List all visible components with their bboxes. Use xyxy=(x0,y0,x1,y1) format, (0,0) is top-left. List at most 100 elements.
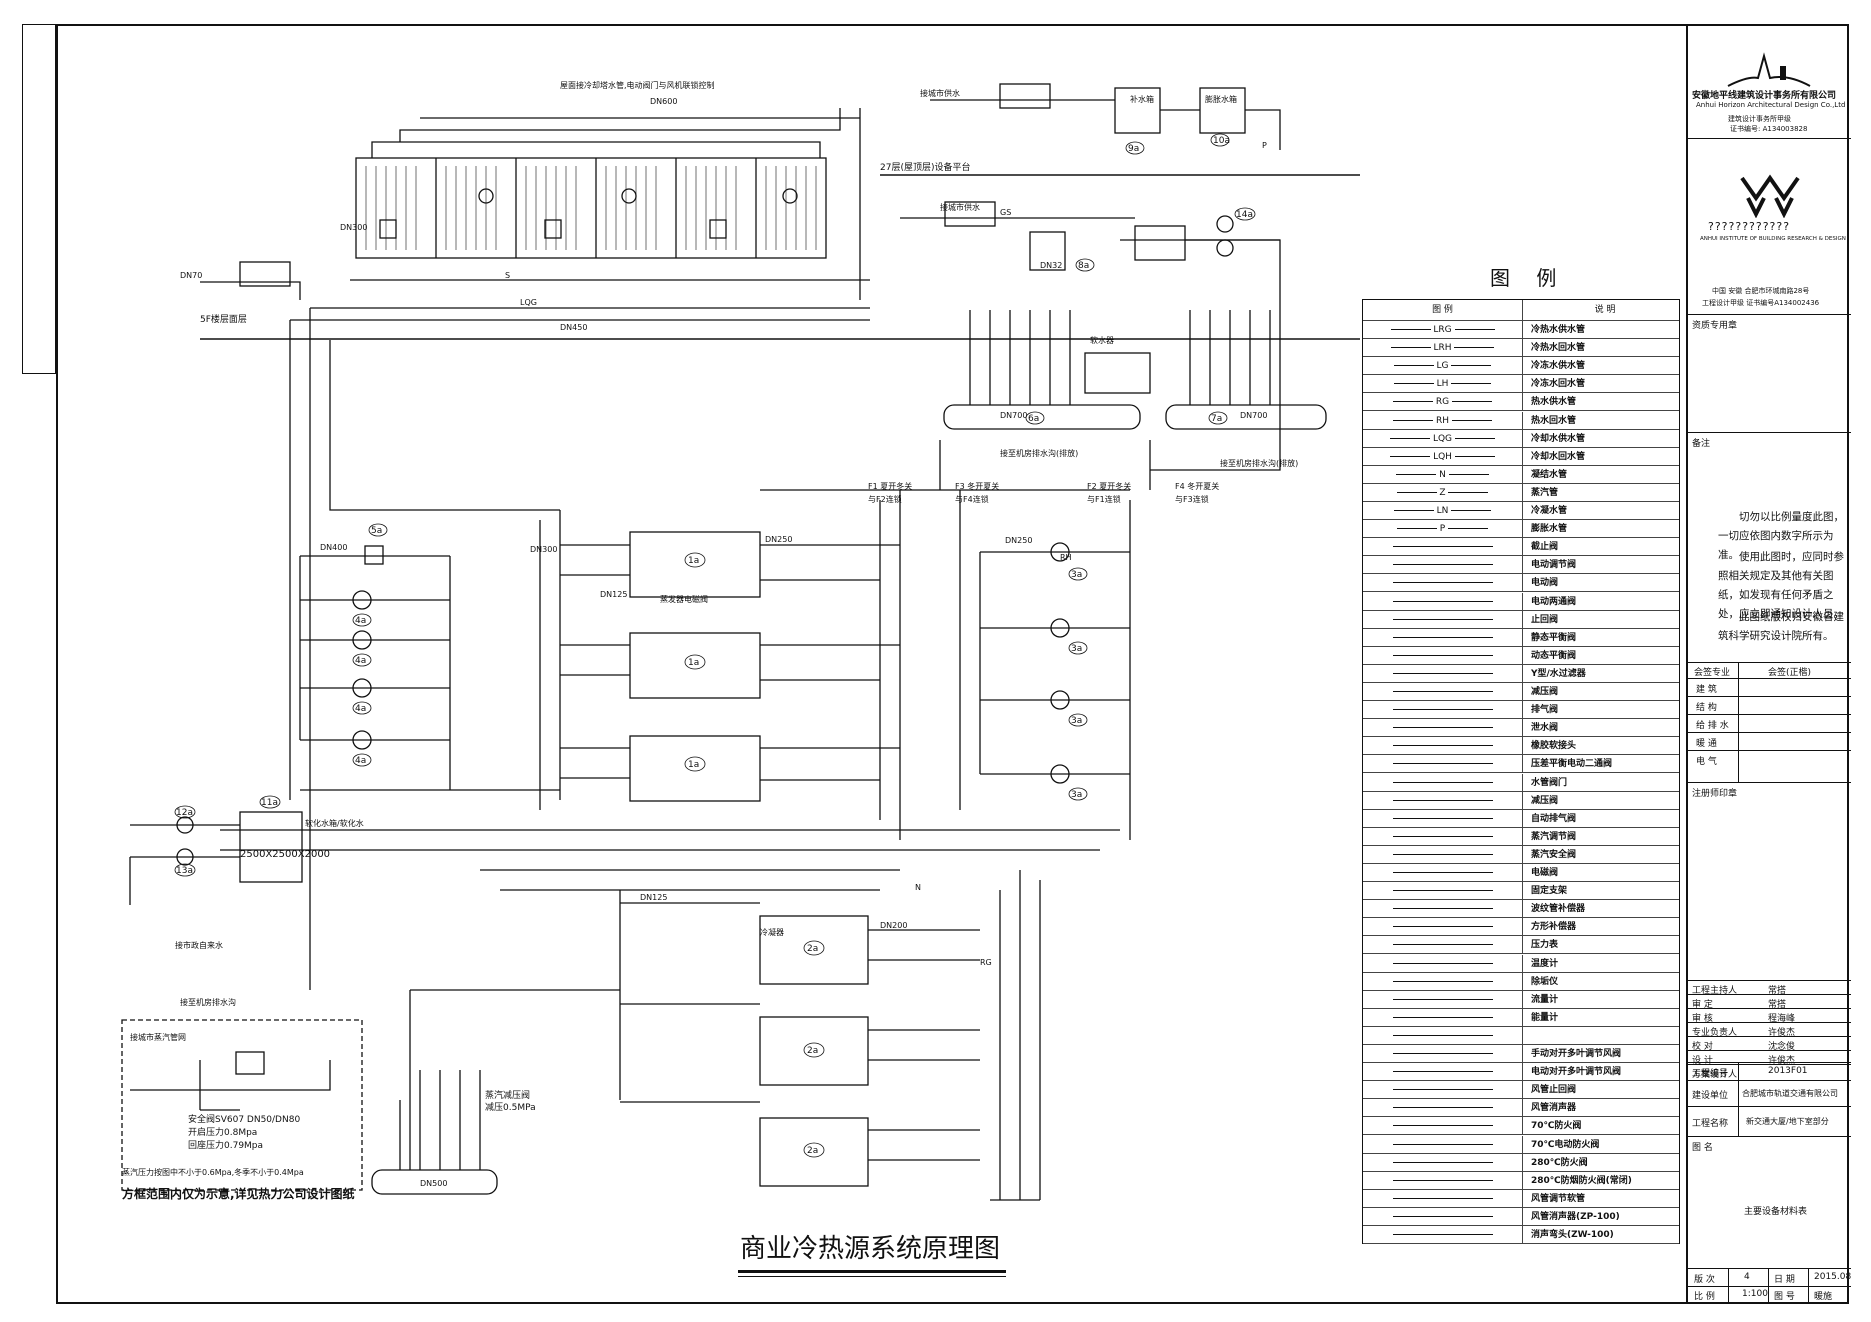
tag-3a: 3a xyxy=(1071,716,1082,726)
role-label: 工程主持人 xyxy=(1692,986,1738,996)
legend-glyph-icon xyxy=(1392,926,1493,928)
legend-glyph-icon xyxy=(1392,817,1493,819)
legend-glyph-icon xyxy=(1392,564,1493,566)
legend-desc: 凝结水管 xyxy=(1531,469,1568,480)
notes-label: 备注 xyxy=(1692,439,1711,449)
legend-glyph-icon xyxy=(1392,600,1493,602)
legend-symbol xyxy=(1363,755,1523,774)
pressure-note: 蒸汽压力按图中不小于0.6Mpa,冬季不小于0.4Mpa xyxy=(122,1167,304,1177)
legend-code: N xyxy=(1439,469,1446,480)
legend-row: LRH 冷热水回水管 xyxy=(1363,339,1679,358)
valve-f1-note: 与F2连锁 xyxy=(868,494,902,504)
legend-symbol xyxy=(1363,954,1523,973)
legend-symbol xyxy=(1363,918,1523,937)
safety-valve: 安全阀SV607 DN50/DN80 xyxy=(188,1113,300,1125)
tag-13a: 13a xyxy=(176,866,193,876)
client-label: 建设单位 xyxy=(1692,1091,1729,1101)
legend-desc: 截止阀 xyxy=(1531,542,1559,553)
legend-desc: 手动对开多叶调节风阀 xyxy=(1531,1049,1622,1059)
legend-row: 泄水阀 xyxy=(1363,719,1679,738)
legend-code: RH xyxy=(1435,415,1450,426)
legend-glyph-icon xyxy=(1392,1053,1493,1054)
legend-row: 280℃防火阀 xyxy=(1363,1153,1679,1172)
legend-symbol xyxy=(1363,701,1523,720)
dn-label: DN200 xyxy=(880,921,907,930)
legend-row: 排气阀 xyxy=(1363,701,1679,720)
legend-row: LRG 冷热水供水管 xyxy=(1363,321,1679,339)
legend-desc: 冷却水回水管 xyxy=(1531,451,1586,462)
legend-symbol xyxy=(1363,1189,1523,1208)
legend-title: 图 例 xyxy=(1490,266,1567,290)
legend-glyph-icon xyxy=(1392,962,1493,964)
legend-glyph-icon xyxy=(1392,582,1493,584)
legend-glyph-icon xyxy=(1392,691,1493,692)
role-name: 常搭 xyxy=(1768,986,1787,996)
institute-name: ???????????? xyxy=(1708,220,1791,233)
tag-6a: 6a xyxy=(1028,414,1039,424)
legend-col-desc: 说 明 xyxy=(1594,305,1616,315)
legend-row: LQH 冷却水回水管 xyxy=(1363,447,1679,466)
countersign-struct: 结 构 xyxy=(1696,703,1717,713)
legend-code: P xyxy=(1439,524,1446,535)
legend-glyph-icon xyxy=(1392,998,1493,1000)
legend-desc: 蒸汽管 xyxy=(1531,487,1559,498)
legend-symbol xyxy=(1363,556,1523,575)
legend-symbol: P xyxy=(1363,520,1523,539)
valve-f2-note: 与F1连锁 xyxy=(1087,494,1121,504)
legend-desc: 减压阀 xyxy=(1531,687,1559,697)
legend-desc: 静态平衡阀 xyxy=(1531,632,1577,643)
legend-desc: 方形补偿器 xyxy=(1531,922,1577,933)
legend-row: 电磁阀 xyxy=(1363,864,1679,882)
dn-label: DN250 xyxy=(1005,536,1032,545)
legend-desc: 冷冻水供水管 xyxy=(1531,361,1586,372)
legend-row: 风管止回阀 xyxy=(1363,1081,1679,1100)
legend-row: N 凝结水管 xyxy=(1363,465,1679,484)
legend-row: 电动调节阀 xyxy=(1363,556,1679,575)
legend-row: 风管调节软管 xyxy=(1363,1189,1679,1208)
legend-symbol xyxy=(1363,773,1523,792)
rh-label: RH xyxy=(1060,553,1072,562)
chiller-note: 蒸发器电磁阀 xyxy=(660,594,708,604)
manifold-size: DN700 xyxy=(1000,411,1027,420)
legend-desc: 能量计 xyxy=(1531,1012,1559,1023)
manifold-note: 接至机房排水沟(排放) xyxy=(1000,448,1078,458)
legend-code: LQG xyxy=(1432,433,1453,444)
legend-glyph-icon xyxy=(1392,672,1493,674)
legend-glyph-icon xyxy=(1392,799,1493,801)
tag-1a: 1a xyxy=(688,760,699,770)
s-label: S xyxy=(505,271,510,280)
legend-desc: 排气阀 xyxy=(1531,705,1559,716)
tag-1a: 1a xyxy=(688,658,699,668)
legend-code: LN xyxy=(1436,506,1449,516)
drain-note: 接至机房排水沟 xyxy=(180,997,236,1007)
legend-row: P 膨胀水管 xyxy=(1363,520,1679,539)
legend-glyph-icon xyxy=(1392,654,1493,656)
seal-label: 资质专用章 xyxy=(1692,321,1738,331)
legend-desc: 风管消声器 xyxy=(1531,1103,1577,1114)
floor-5f-label: 5F楼层面层 xyxy=(200,313,247,325)
role-label: 校 对 xyxy=(1692,1042,1713,1052)
legend-row: 压力表 xyxy=(1363,936,1679,955)
legend-symbol xyxy=(1363,972,1523,991)
legend-row: LN 冷凝水管 xyxy=(1363,502,1679,520)
legend-symbol xyxy=(1363,1135,1523,1154)
legend-glyph-icon xyxy=(1392,1234,1493,1235)
legend-glyph-icon xyxy=(1392,763,1493,765)
firm-cert: 证书编号: A134003828 xyxy=(1730,125,1808,133)
legend-symbol xyxy=(1363,574,1523,593)
steam-pressure: 减压0.5MPa xyxy=(485,1101,536,1113)
legend-glyph-icon xyxy=(1392,745,1493,747)
legend-desc: 风管消声器(ZP-100) xyxy=(1531,1211,1620,1222)
legend-symbol xyxy=(1363,791,1523,810)
legend-symbol xyxy=(1363,1207,1523,1226)
legend-glyph-icon xyxy=(1392,1125,1493,1127)
title-block: 安徽地平线建筑设计事务所有限公司 Anhui Horizon Architect… xyxy=(1686,24,1851,1304)
rg-label: RG xyxy=(980,958,992,967)
legend-desc: 电动调节阀 xyxy=(1531,560,1577,571)
tag-4a: 4a xyxy=(355,704,366,714)
gs-label: GS xyxy=(1000,208,1011,217)
city-water-2: 接城市供水 xyxy=(940,202,980,212)
legend-glyph-icon xyxy=(1392,1143,1493,1145)
tag-4a: 4a xyxy=(355,656,366,666)
legend-table: 图 例说 明 LRG 冷热水供水管 LRH 冷热水回水管 LG 冷冻水供水管 L… xyxy=(1362,299,1680,1244)
